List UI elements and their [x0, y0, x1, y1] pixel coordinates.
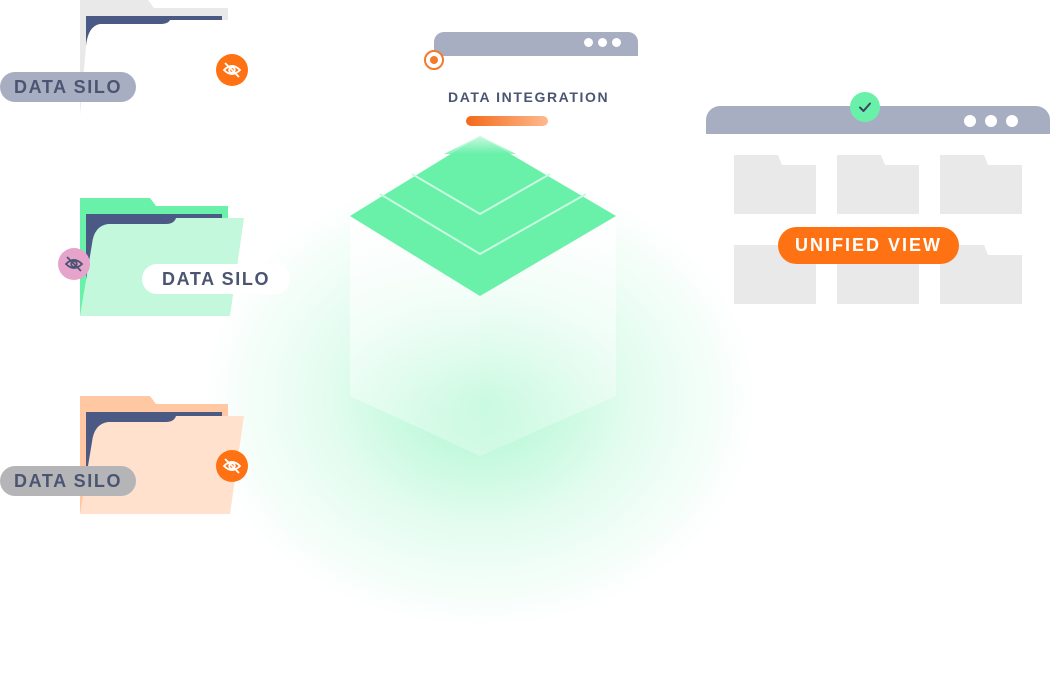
- folder-icon: [837, 155, 919, 214]
- window-dot: [598, 38, 607, 47]
- data-silo-1: DATA SILO: [0, 0, 270, 130]
- integration-cube: [350, 136, 616, 456]
- integration-progress-bar: [466, 116, 548, 126]
- window-dot: [584, 38, 593, 47]
- integration-title: DATA INTEGRATION: [448, 89, 610, 105]
- window-dot: [1006, 115, 1018, 127]
- folder-icon: [940, 155, 1022, 214]
- eye-off-icon[interactable]: [216, 54, 248, 86]
- record-icon: [424, 50, 444, 70]
- eye-off-icon[interactable]: [58, 248, 90, 280]
- window-dot: [985, 115, 997, 127]
- unified-folder-grid: [734, 155, 1022, 304]
- integration-window-bar: [434, 32, 638, 56]
- check-icon: [850, 92, 880, 122]
- folder-icon: [80, 198, 244, 316]
- eye-off-icon[interactable]: [216, 450, 248, 482]
- data-silo-3: DATA SILO: [0, 396, 270, 526]
- unified-view-label: UNIFIED VIEW: [778, 227, 960, 264]
- folder-icon: [940, 245, 1022, 304]
- window-dot: [612, 38, 621, 47]
- silo-label: DATA SILO: [142, 264, 291, 294]
- window-dot: [964, 115, 976, 127]
- silo-label: DATA SILO: [0, 72, 137, 102]
- data-silo-2: DATA SILO: [0, 198, 291, 328]
- folder-icon: [734, 155, 816, 214]
- silo-label: DATA SILO: [0, 466, 137, 496]
